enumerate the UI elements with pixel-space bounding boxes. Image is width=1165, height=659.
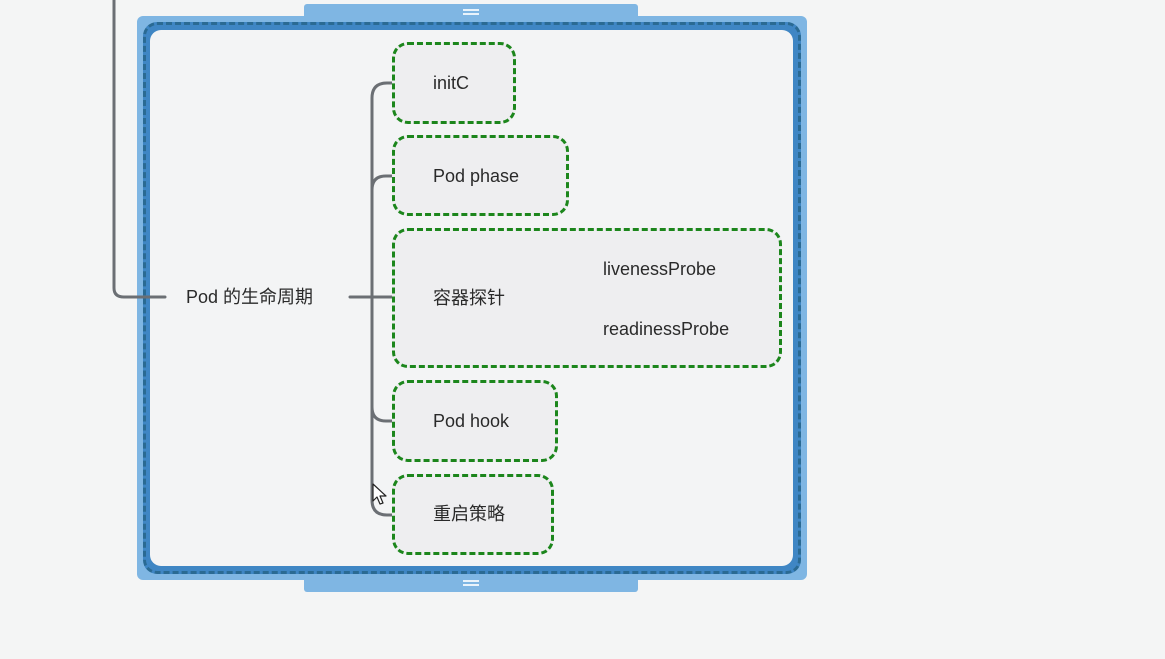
topic-liveness-probe[interactable]: livenessProbe bbox=[603, 259, 717, 279]
topic-container-probe-label: 容器探针 bbox=[433, 288, 505, 308]
topic-restart-policy[interactable] bbox=[392, 474, 554, 555]
topic-restart-policy-label: 重启策略 bbox=[433, 504, 505, 524]
root-topic-pod-lifecycle[interactable]: Pod 的生命周期 bbox=[186, 287, 314, 307]
children-trunk bbox=[370, 81, 414, 517]
topic-pod-phase-label: Pod phase bbox=[433, 166, 520, 186]
branch-pod-hook bbox=[370, 405, 414, 423]
topic-readiness-probe[interactable]: readinessProbe bbox=[603, 319, 730, 339]
topic-initc-label: initC bbox=[433, 73, 470, 93]
topic-container-probe[interactable] bbox=[392, 228, 782, 368]
topic-initc[interactable] bbox=[392, 42, 516, 124]
topic-pod-phase[interactable] bbox=[392, 135, 569, 216]
mouse-cursor-icon bbox=[372, 483, 387, 505]
parent-connector bbox=[112, 0, 167, 299]
topic-pod-hook[interactable] bbox=[392, 380, 558, 462]
branch-pod-phase bbox=[370, 174, 414, 192]
resize-handle-bottom[interactable] bbox=[304, 576, 638, 592]
topic-pod-hook-label: Pod hook bbox=[433, 411, 510, 431]
resize-handle-top[interactable] bbox=[304, 4, 638, 20]
